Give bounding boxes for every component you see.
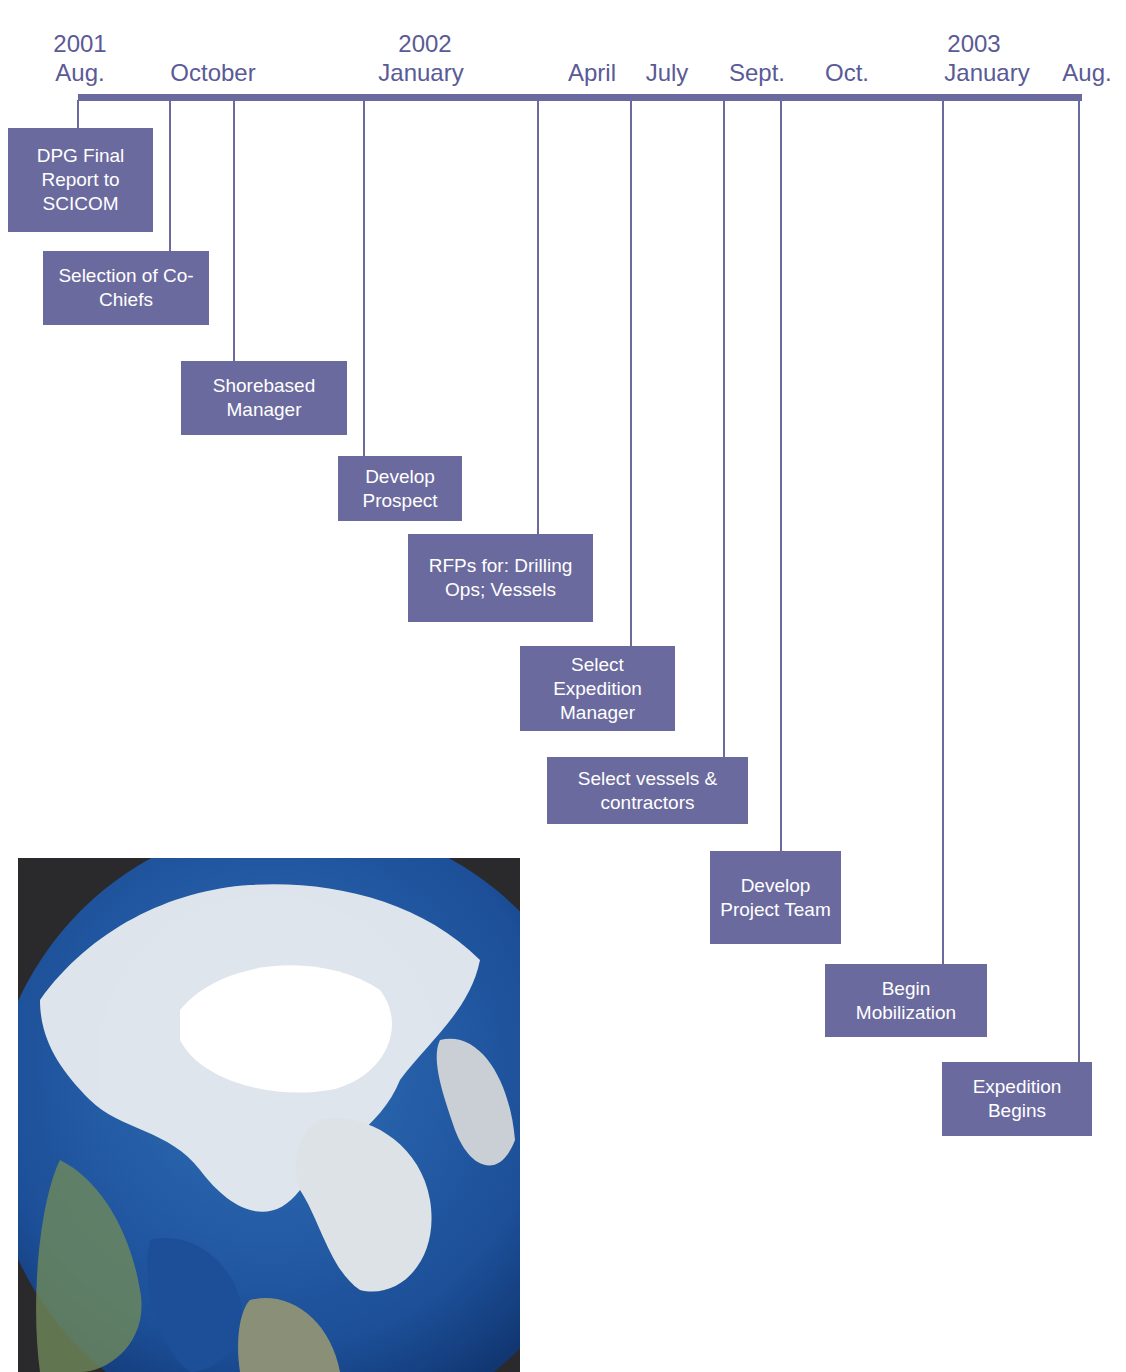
date-label: Aug. <box>55 59 104 87</box>
milestone-text: Select Expedition Manager <box>528 653 667 725</box>
date-label: April <box>568 59 616 87</box>
milestone-box: Develop Prospect <box>338 456 462 521</box>
milestone-text: Expedition Begins <box>950 1075 1084 1123</box>
timeline-bar <box>78 94 1082 101</box>
date-label: Sept. <box>729 59 785 87</box>
milestone-text: DPG Final Report to SCICOM <box>16 144 145 216</box>
milestone-text: RFPs for: Drilling Ops; Vessels <box>416 554 585 602</box>
date-label: January <box>378 59 463 87</box>
milestone-text: Begin Mobilization <box>833 977 979 1025</box>
milestone-box: Select vessels & contractors <box>547 757 748 824</box>
milestone-box: RFPs for: Drilling Ops; Vessels <box>408 534 593 622</box>
milestone-text: Develop Project Team <box>718 874 833 922</box>
milestone-box: Expedition Begins <box>942 1062 1092 1136</box>
milestone-box: DPG Final Report to SCICOM <box>8 128 153 232</box>
date-label: Oct. <box>825 59 869 87</box>
date-label: 2002 <box>398 30 451 58</box>
milestone-text: Selection of Co-Chiefs <box>51 264 201 312</box>
milestone-box: Shorebased Manager <box>181 361 347 435</box>
date-label: 2001 <box>53 30 106 58</box>
milestone-box: Develop Project Team <box>710 851 841 944</box>
milestone-box: Select Expedition Manager <box>520 646 675 731</box>
milestone-text: Select vessels & contractors <box>555 767 740 815</box>
date-label: Aug. <box>1062 59 1111 87</box>
milestone-text: Develop Prospect <box>346 465 454 513</box>
milestone-box: Selection of Co-Chiefs <box>43 251 209 325</box>
milestone-box: Begin Mobilization <box>825 964 987 1037</box>
date-label: 2003 <box>947 30 1000 58</box>
milestone-text: Shorebased Manager <box>189 374 339 422</box>
date-label: July <box>646 59 689 87</box>
arctic-globe <box>18 858 520 1372</box>
date-label: January <box>944 59 1029 87</box>
date-label: October <box>170 59 255 87</box>
